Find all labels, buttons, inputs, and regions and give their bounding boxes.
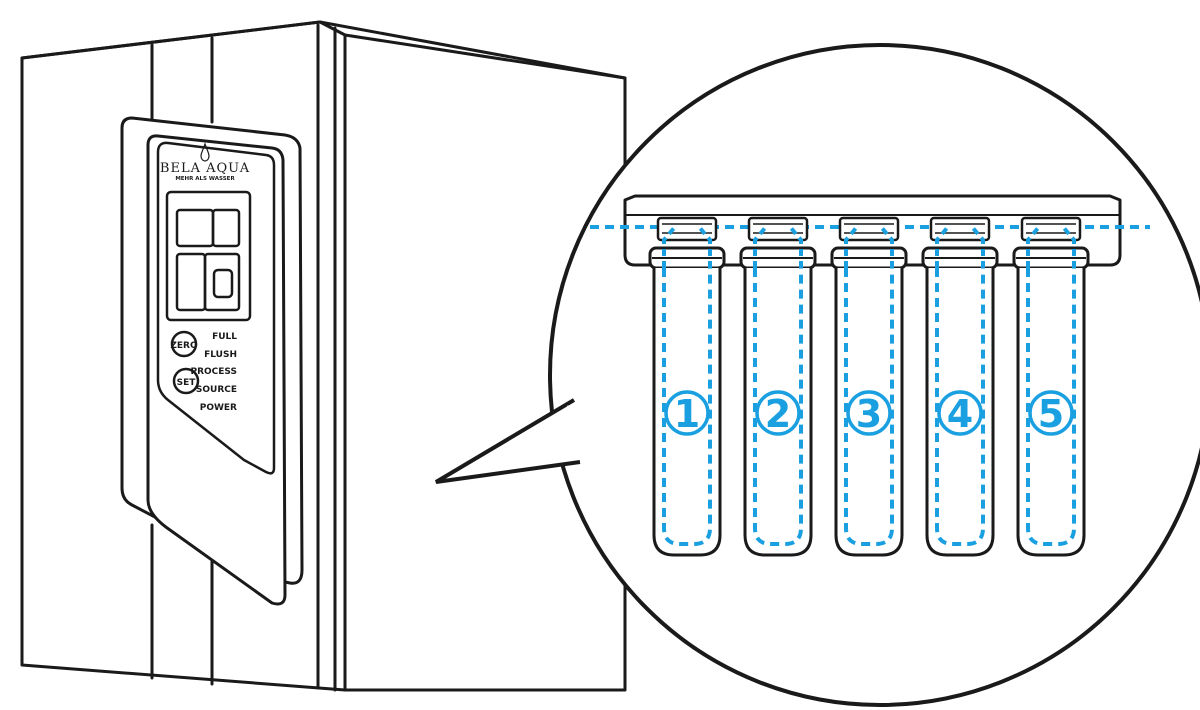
filter-number: 5	[1038, 392, 1064, 436]
control-buttons: ZERO SET	[170, 330, 200, 395]
filter-4: 4	[921, 216, 999, 557]
filter-connector	[656, 216, 718, 242]
display-window-bottom-right	[203, 252, 241, 312]
filter-3: 3	[830, 216, 908, 557]
filter-flow-path	[1026, 226, 1076, 268]
zero-button[interactable]	[170, 330, 198, 358]
brand-logo: BELA AQUA MEHR ALS WASSER	[160, 142, 250, 182]
display-area	[165, 190, 252, 322]
set-button-label: SET	[177, 378, 197, 388]
filter-number-badge	[937, 390, 983, 436]
callout-pointer	[434, 398, 581, 484]
filter-1: 1	[648, 216, 726, 557]
filter-connector	[838, 216, 900, 242]
indicator-flush: FLUSH	[204, 350, 237, 360]
indicator-source: SOURCE	[196, 385, 237, 395]
filter-connector	[747, 216, 809, 242]
filter-flow-path	[753, 226, 803, 268]
filter-cartridge-outline	[1026, 268, 1076, 546]
status-led	[212, 268, 234, 299]
indicator-power: POWER	[200, 403, 237, 413]
filter-number: 3	[856, 392, 882, 436]
filter-flow-path	[662, 226, 712, 268]
brand-tagline: MEHR ALS WASSER	[175, 176, 235, 182]
filter-flow-path	[844, 226, 894, 268]
brand-name: BELA AQUA	[160, 161, 250, 176]
filter-number-badge	[846, 390, 892, 436]
filter-cartridge-outline	[844, 268, 894, 546]
filter-number: 2	[765, 392, 791, 436]
filter-number-badge	[664, 390, 710, 436]
filter-number-badge	[1028, 390, 1074, 436]
display-frame	[165, 190, 252, 322]
filter-number-badge	[755, 390, 801, 436]
indicator-process: PROCESS	[191, 367, 238, 377]
display-window-top-right	[211, 208, 241, 248]
filter-cartridge-outline	[753, 268, 803, 546]
filter-assembly: 1 2 3 4 5	[590, 194, 1150, 557]
cabinet	[20, 20, 627, 692]
filter-5: 5	[1012, 216, 1090, 557]
filter-cartridges: 1 2 3 4 5	[648, 216, 1090, 557]
filter-cartridge-outline	[662, 268, 712, 546]
filter-connector	[1020, 216, 1082, 242]
filter-flow-path	[935, 226, 985, 268]
filter-connector	[929, 216, 991, 242]
set-button[interactable]	[172, 367, 200, 395]
filter-number: 1	[674, 392, 700, 436]
zero-button-label: ZERO	[170, 341, 198, 351]
filter-2: 2	[739, 216, 817, 557]
filter-number: 4	[947, 392, 973, 436]
filter-cartridge-outline	[935, 268, 985, 546]
logo-drop-icon	[200, 142, 210, 162]
indicator-full: FULL	[212, 332, 237, 342]
indicator-labels: FULL FLUSH PROCESS SOURCE POWER	[191, 332, 238, 413]
